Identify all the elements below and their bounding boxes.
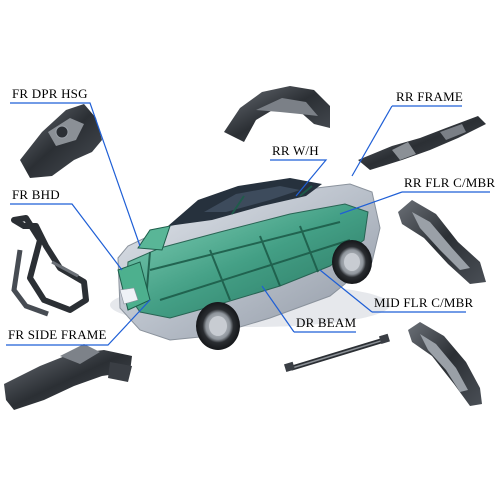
label-mid-flr-cmbr: MID FLR C/MBR [374,295,474,310]
rear-frame-part [358,116,486,170]
leader-fr-dpr-hsg [10,102,141,247]
leader-mid-flr-cmbr [319,269,373,313]
label-fr-bhd: FR BHD [12,187,60,202]
door-beam-part [284,333,390,372]
leader-dr-beam [261,285,295,333]
leader-rr-frame [351,105,393,177]
middle-floor-crossmember-part [408,322,482,406]
front-bulkhead-part [11,215,89,317]
leader-fr-bhd [10,203,123,271]
leader-rr-flr-cmbr [339,191,403,215]
label-rr-flr-cmbr: RR FLR C/MBR [404,175,496,190]
front-damper-housing-part [20,104,102,178]
rear-wheelhouse-part [224,86,330,142]
leader-fr-side-frame [6,299,151,346]
label-fr-dpr-hsg: FR DPR HSG [12,86,88,101]
leader-lines [6,102,490,346]
label-rr-wh: RR W/H [272,143,319,158]
front-side-frame-part [4,344,132,410]
car-body-in-white [110,178,390,350]
label-dr-beam: DR BEAM [296,315,357,330]
label-rr-frame: RR FRAME [396,89,463,104]
label-fr-side-frame: FR SIDE FRAME [8,327,107,342]
leader-rr-wh [270,159,328,197]
rear-floor-crossmember-part [398,200,486,284]
